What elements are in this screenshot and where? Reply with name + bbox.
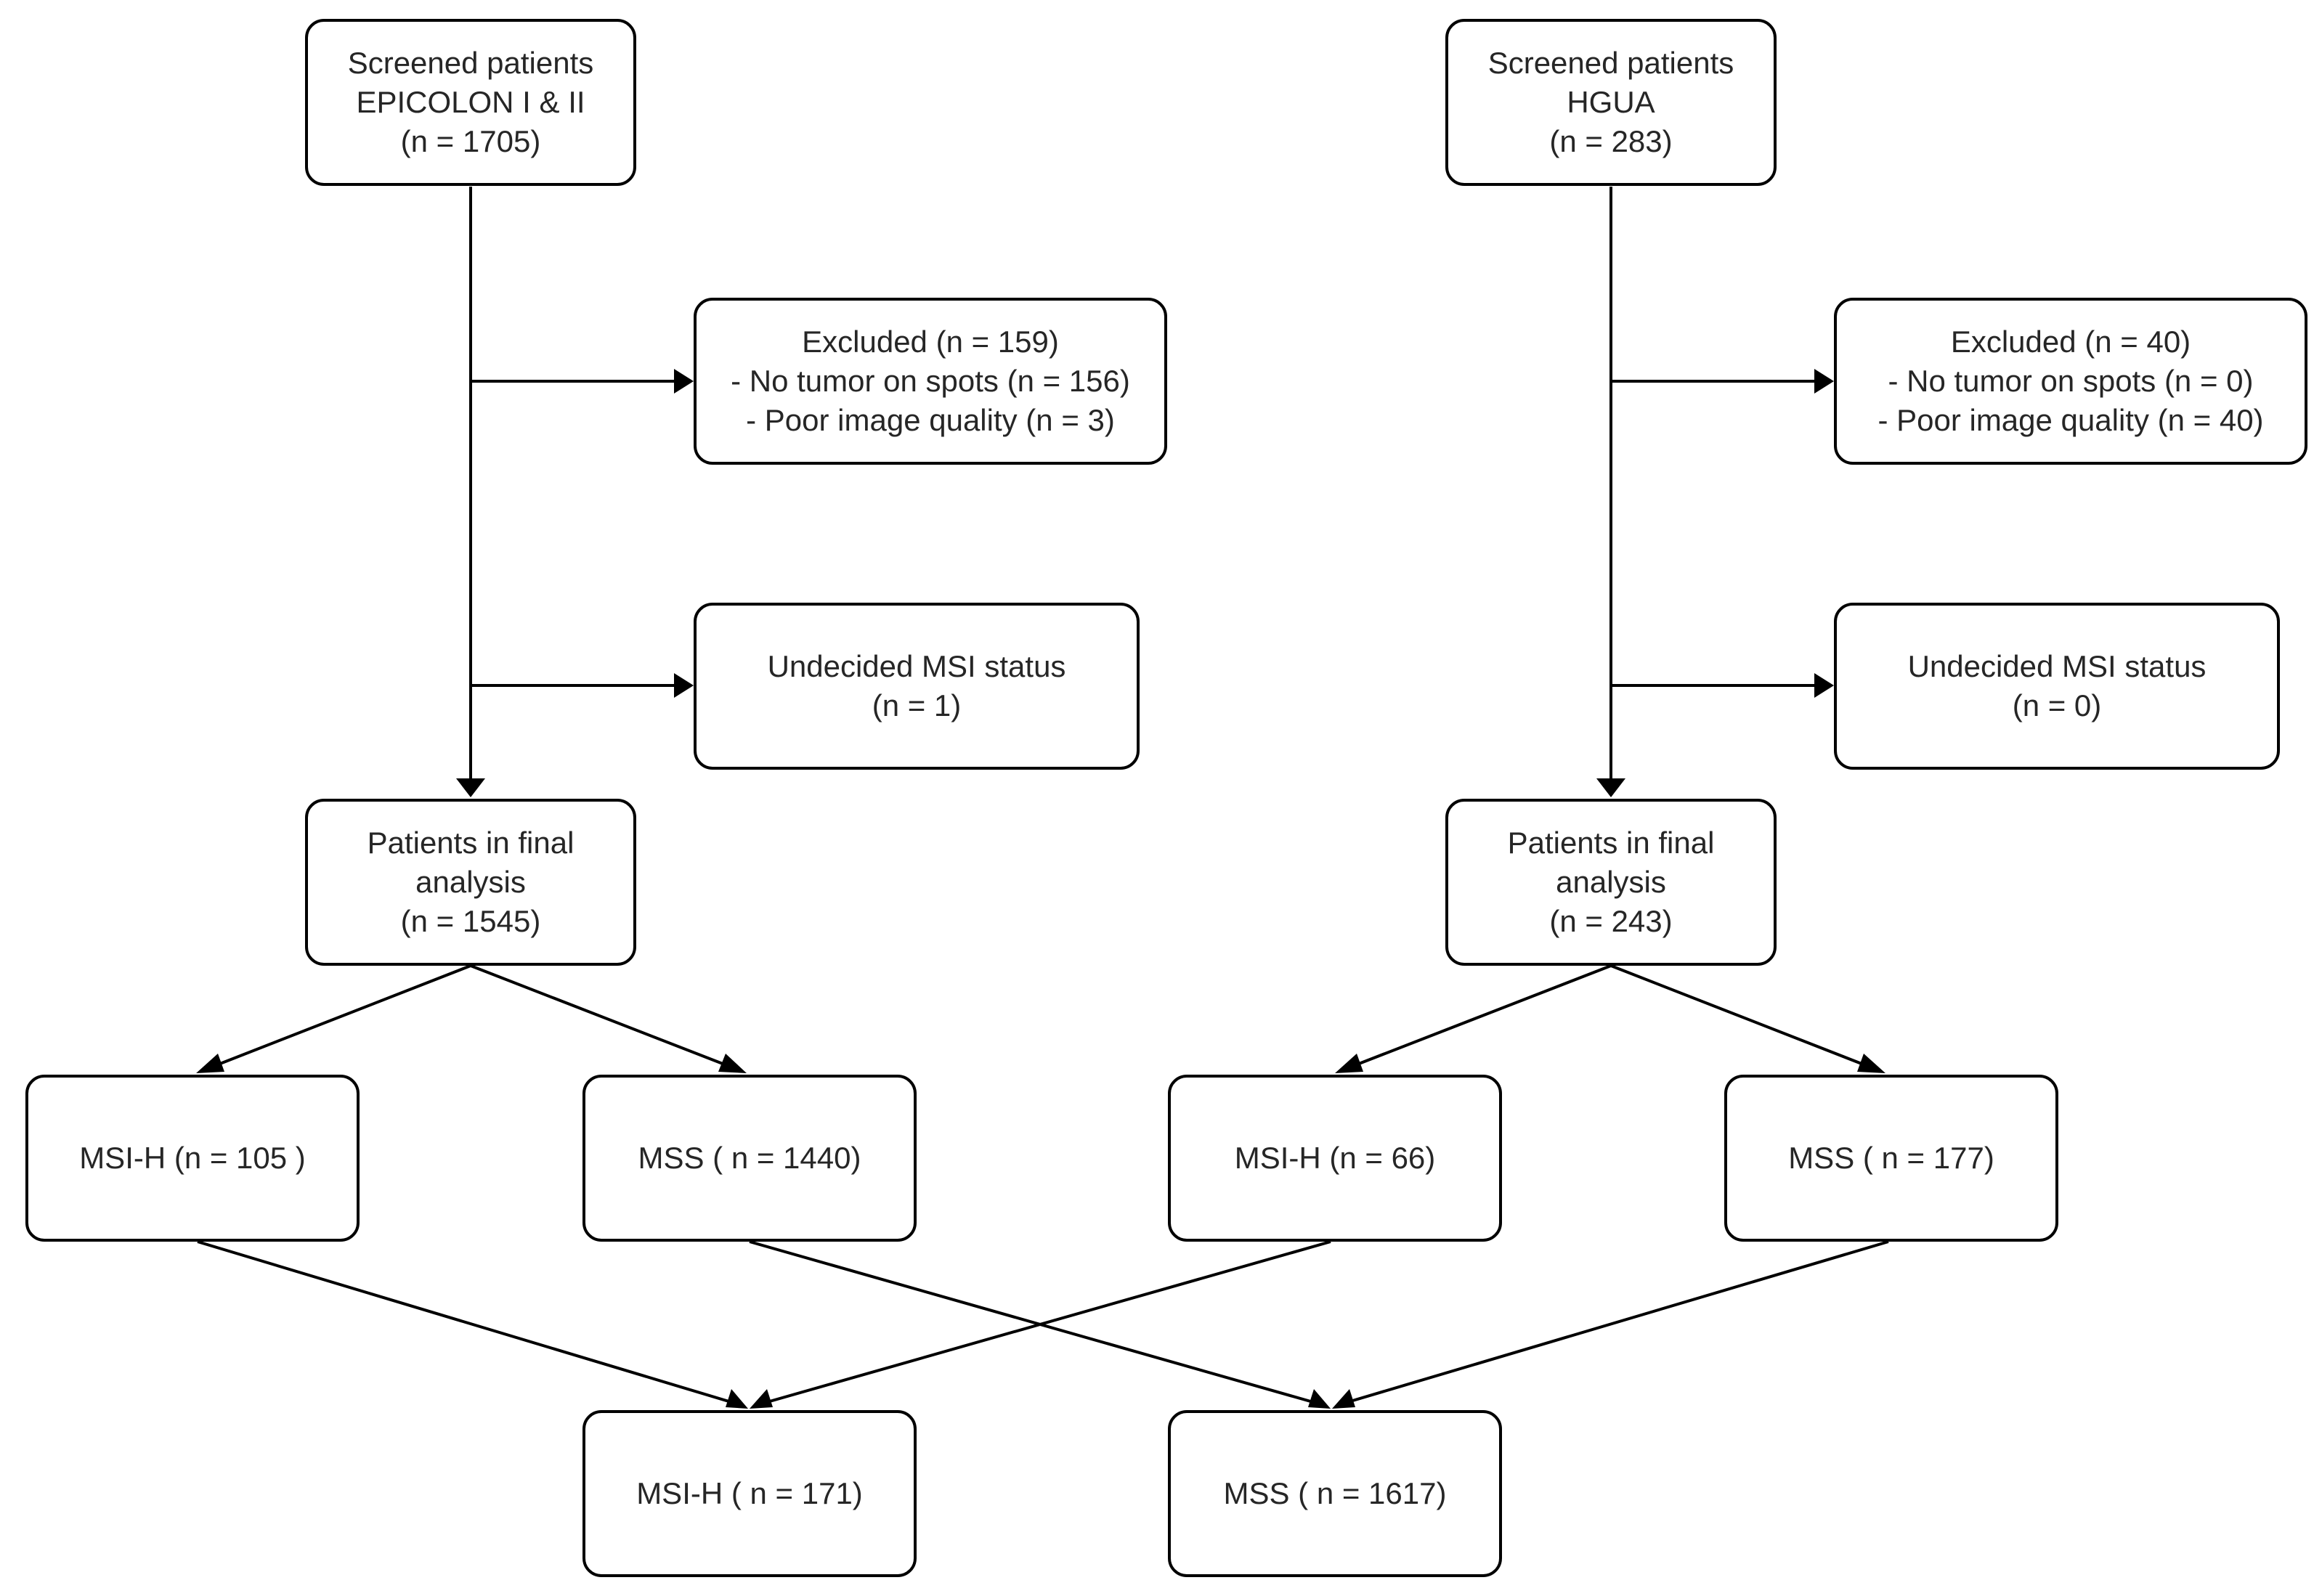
combined-mss-arrowhead-left xyxy=(1308,1389,1331,1409)
right-final-line-2: analysis xyxy=(1556,865,1666,899)
left-screened-line-3: (n = 1705) xyxy=(400,124,541,158)
left-final-line-3: (n = 1545) xyxy=(400,904,541,938)
right-screened-line-1: Screened patients xyxy=(1487,46,1734,80)
left-screened-box: Screened patients EPICOLON I & II (n = 1… xyxy=(305,19,636,186)
right-final-analysis-box: Patients in final analysis (n = 243) xyxy=(1445,799,1777,966)
left-final-analysis-box: Patients in final analysis (n = 1545) xyxy=(305,799,636,966)
right-screened-line-2: HGUA xyxy=(1567,85,1655,119)
right-to-msih-line xyxy=(1349,964,1612,1069)
combined-msih-label: MSI-H ( n = 171) xyxy=(636,1476,863,1510)
left-excluded-line-1: Excluded (n = 159) xyxy=(802,325,1059,359)
right-excluded-line-2: - No tumor on spots (n = 0) xyxy=(1888,364,2254,398)
left-screened-line-2: EPICOLON I & II xyxy=(356,85,585,119)
left-screened-line-1: Screened patients xyxy=(347,46,594,80)
right-mss-arrowhead xyxy=(1857,1054,1885,1073)
left-excluded-arrowhead xyxy=(674,369,694,394)
right-msih-arrowhead xyxy=(1335,1054,1363,1073)
left-undecided-line-1: Undecided MSI status xyxy=(767,649,1066,683)
right-undecided-line-2: (n = 0) xyxy=(2012,688,2102,722)
right-trunk-arrowhead xyxy=(1596,778,1625,797)
right-screened-box: Screened patients HGUA (n = 283) xyxy=(1445,19,1777,186)
combined-msih-arrowhead-left xyxy=(726,1389,748,1409)
left-trunk-arrowhead xyxy=(456,778,485,797)
left-msih-label: MSI-H (n = 105 ) xyxy=(79,1141,306,1175)
left-excluded-line-3: - Poor image quality (n = 3) xyxy=(746,403,1115,437)
left-mss-to-combined-line xyxy=(749,1240,1324,1406)
left-mss-box: MSS ( n = 1440) xyxy=(582,1075,917,1242)
right-excluded-line-3: - Poor image quality (n = 40) xyxy=(1878,403,2264,437)
right-undecided-box: Undecided MSI status (n = 0) xyxy=(1834,603,2280,770)
right-mss-label: MSS ( n = 177) xyxy=(1788,1141,1994,1175)
left-to-mss-line xyxy=(470,964,733,1069)
combined-msih-box: MSI-H ( n = 171) xyxy=(582,1410,917,1577)
left-undecided-box: Undecided MSI status (n = 1) xyxy=(694,603,1140,770)
left-excluded-line-2: - No tumor on spots (n = 156) xyxy=(731,364,1130,398)
left-mss-label: MSS ( n = 1440) xyxy=(638,1141,861,1175)
combined-msih-arrowhead-right xyxy=(750,1389,773,1409)
right-msih-to-combined-line xyxy=(756,1240,1331,1406)
right-to-mss-line xyxy=(1610,964,1872,1069)
right-msih-label: MSI-H (n = 66) xyxy=(1234,1141,1436,1175)
right-final-line-3: (n = 243) xyxy=(1549,904,1673,938)
right-screened-line-3: (n = 283) xyxy=(1549,124,1673,158)
left-to-msih-line xyxy=(210,964,471,1069)
left-final-line-2: analysis xyxy=(415,865,526,899)
left-undecided-arrowhead xyxy=(674,673,694,698)
combined-mss-arrowhead-right xyxy=(1332,1389,1355,1409)
right-excluded-arrowhead xyxy=(1814,369,1834,394)
left-msih-box: MSI-H (n = 105 ) xyxy=(25,1075,360,1242)
left-mss-arrowhead xyxy=(718,1054,747,1073)
right-mss-to-combined-line xyxy=(1337,1240,1889,1406)
left-excluded-box: Excluded (n = 159) - No tumor on spots (… xyxy=(694,298,1167,465)
right-undecided-arrowhead xyxy=(1814,673,1834,698)
right-excluded-box: Excluded (n = 40) - No tumor on spots (n… xyxy=(1834,298,2307,465)
combined-mss-label: MSS ( n = 1617) xyxy=(1223,1476,1447,1510)
left-msih-to-combined-line xyxy=(197,1240,742,1406)
right-msih-box: MSI-H (n = 66) xyxy=(1168,1075,1502,1242)
right-final-line-1: Patients in final xyxy=(1507,826,1715,860)
left-final-line-1: Patients in final xyxy=(367,826,575,860)
right-excluded-line-1: Excluded (n = 40) xyxy=(1950,325,2191,359)
right-undecided-line-1: Undecided MSI status xyxy=(1907,649,2207,683)
combined-mss-box: MSS ( n = 1617) xyxy=(1168,1410,1502,1577)
right-mss-box: MSS ( n = 177) xyxy=(1724,1075,2058,1242)
left-msih-arrowhead xyxy=(196,1054,224,1073)
left-undecided-line-2: (n = 1) xyxy=(872,688,962,722)
